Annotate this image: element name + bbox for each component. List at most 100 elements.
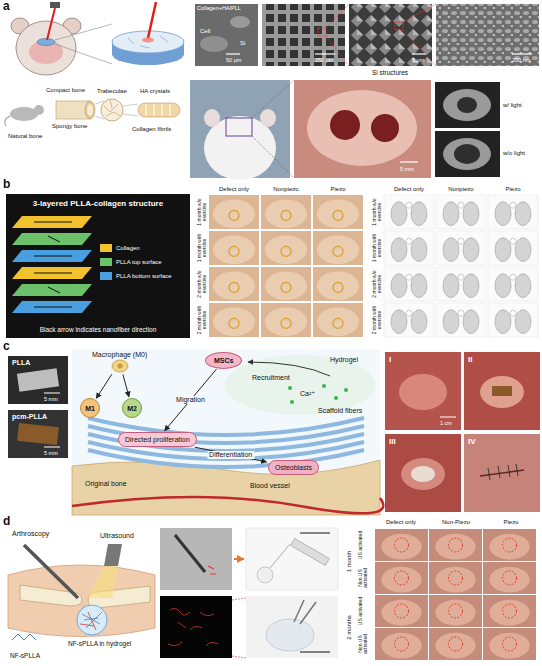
photo-panel bbox=[313, 195, 363, 229]
illustration-part bbox=[17, 423, 59, 445]
illustration-part bbox=[429, 628, 482, 660]
illustration-part bbox=[208, 566, 216, 574]
photo-panel bbox=[261, 195, 311, 229]
arrow-connector bbox=[195, 447, 267, 462]
arrow-connector bbox=[96, 374, 112, 398]
part-label: HA crystals bbox=[140, 88, 170, 95]
image-label: Si bbox=[240, 40, 245, 47]
illustration-part bbox=[436, 267, 486, 301]
illustration-part bbox=[55, 24, 112, 40]
photo-panel bbox=[488, 303, 538, 337]
part-label: Natural bone bbox=[8, 133, 42, 140]
node-text: 3-layered PLLA-collagen structure bbox=[33, 199, 163, 208]
surgery-photos bbox=[385, 352, 540, 512]
illustration-part bbox=[443, 238, 459, 262]
illustration-part bbox=[449, 538, 463, 552]
photo-panel bbox=[375, 562, 428, 594]
part-label: Collagen fibrils bbox=[132, 126, 171, 133]
scale-label: 250 μm bbox=[315, 57, 333, 63]
illustration-part bbox=[229, 246, 239, 256]
illustration-part bbox=[138, 103, 180, 117]
row-label: 1 month w/o exercise bbox=[197, 195, 207, 229]
row-label: 1 month with exercise bbox=[372, 231, 382, 265]
illustration-part bbox=[226, 53, 240, 54]
part-label: NF-sPLLA bbox=[10, 652, 40, 659]
process-box: Directed proliferation bbox=[118, 432, 197, 447]
illustration-part bbox=[495, 310, 511, 334]
illustration-part bbox=[503, 637, 517, 651]
illustration-part bbox=[495, 202, 511, 226]
photo-panel bbox=[375, 595, 428, 627]
illustration-part bbox=[411, 466, 435, 482]
illustration-part bbox=[281, 282, 291, 292]
photo-panel bbox=[429, 628, 482, 660]
illustration-part bbox=[101, 99, 123, 121]
row-label: Non US activated bbox=[358, 628, 368, 660]
illustration-part bbox=[123, 104, 138, 106]
part-label: NF-sPLLA in hydrogel bbox=[68, 640, 131, 647]
illustration-part bbox=[34, 105, 44, 115]
illustration-part bbox=[510, 274, 516, 280]
legend-text: Collagen bbox=[116, 245, 140, 251]
illustration-part bbox=[401, 458, 445, 490]
part-label: Arthroscopy bbox=[12, 530, 49, 538]
scale-label: 200 nm bbox=[512, 57, 530, 63]
illustration-part bbox=[213, 271, 255, 300]
illustration-part bbox=[44, 393, 60, 394]
part-label: Compact bone bbox=[46, 87, 85, 94]
illustration-part bbox=[213, 235, 255, 264]
illustration-part bbox=[313, 303, 363, 337]
illustration-part bbox=[411, 310, 427, 334]
illustration-part bbox=[288, 386, 292, 390]
illustration-part bbox=[395, 604, 409, 618]
illustration-part bbox=[458, 274, 464, 280]
illustration-part bbox=[488, 303, 538, 337]
photo-panel bbox=[384, 303, 434, 337]
illustration-part bbox=[230, 16, 250, 28]
scale-label: 1 cm bbox=[440, 420, 452, 426]
column-header: Piezo bbox=[330, 186, 345, 193]
illustration-part bbox=[281, 210, 291, 220]
illustration-part bbox=[436, 303, 486, 337]
illustration-part bbox=[333, 282, 343, 292]
image-label: pcm-PLLA bbox=[12, 413, 47, 421]
illustration-part bbox=[515, 202, 531, 226]
illustration-part bbox=[209, 195, 259, 229]
illustration-part bbox=[290, 400, 294, 404]
row-label: 2 month with exercise bbox=[372, 303, 382, 337]
illustration-part bbox=[384, 231, 434, 265]
macrophage-icon bbox=[111, 359, 129, 373]
illustration-part bbox=[5, 116, 10, 126]
illustration-part bbox=[463, 310, 479, 334]
legend-swatch bbox=[100, 258, 112, 266]
node-text: Directed proliferation bbox=[125, 436, 190, 443]
scale-label: 5 μm bbox=[412, 57, 424, 63]
illustration-part bbox=[371, 114, 399, 142]
cell-box: Osteoblasts bbox=[268, 460, 319, 475]
illustration-part bbox=[464, 434, 540, 512]
illustration-part bbox=[391, 274, 407, 298]
illustration-part bbox=[436, 195, 486, 229]
illustration-part bbox=[160, 528, 232, 590]
illustration-part bbox=[229, 210, 239, 220]
natural-bone-illustration bbox=[5, 99, 180, 126]
cell-body bbox=[112, 360, 128, 372]
illustration-part bbox=[266, 619, 314, 651]
illustration-part bbox=[213, 307, 255, 336]
photo-number: II bbox=[468, 355, 472, 364]
illustration-part bbox=[291, 539, 330, 566]
illustration-part bbox=[200, 36, 228, 52]
illustration-part bbox=[294, 80, 431, 178]
illustration-part bbox=[261, 195, 311, 229]
illustration-part bbox=[400, 161, 418, 162]
illustration-part bbox=[246, 528, 338, 590]
row-label: 1 month w/o exercise bbox=[372, 195, 382, 229]
scale-label: 5 mm bbox=[44, 396, 58, 402]
illustration-part bbox=[403, 4, 436, 22]
illustration-part bbox=[265, 199, 307, 228]
illustration-part bbox=[488, 195, 538, 229]
photo-panel bbox=[313, 303, 363, 337]
illustration-part bbox=[88, 434, 364, 451]
illustration-part bbox=[385, 352, 461, 430]
